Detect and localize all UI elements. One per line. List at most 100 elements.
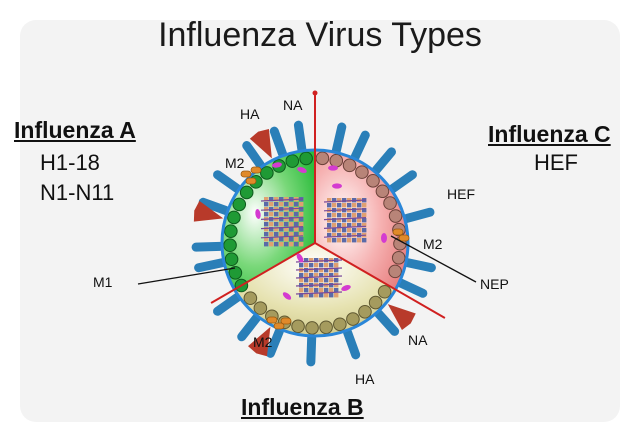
hemagglutinin-spike bbox=[350, 130, 370, 162]
m1-bead-c bbox=[342, 158, 357, 173]
m2-protein bbox=[296, 253, 304, 263]
m1-bead-b bbox=[346, 312, 360, 326]
neuraminidase-spike bbox=[249, 128, 272, 159]
influenza-a-h-subtypes: H1-18 bbox=[40, 150, 100, 175]
m1-bead-b bbox=[319, 320, 333, 335]
m1-bead-c bbox=[329, 153, 344, 168]
divider-tip bbox=[312, 90, 318, 96]
m1-bead-c bbox=[375, 184, 390, 199]
hemagglutinin-spike bbox=[403, 258, 436, 273]
hemagglutinin-spike bbox=[191, 241, 225, 252]
hemagglutinin-spike bbox=[331, 122, 347, 155]
hemagglutinin-spike bbox=[269, 126, 288, 159]
neuraminidase-spike bbox=[248, 326, 271, 357]
m2-left-top-label: M2 bbox=[225, 155, 245, 171]
m1-bead-c bbox=[366, 174, 380, 188]
hemagglutinin-spike bbox=[242, 141, 266, 170]
m2-channel bbox=[280, 317, 292, 325]
m2-protein bbox=[272, 162, 282, 168]
ha-top-label: HA bbox=[240, 106, 260, 122]
na-top-label: NA bbox=[283, 97, 303, 113]
ha-bottom-label: HA bbox=[355, 371, 375, 387]
m1-bead-b bbox=[368, 295, 383, 310]
influenza-b-label: Influenza B bbox=[241, 394, 364, 420]
segment-dividers bbox=[210, 90, 446, 319]
hemagglutinin-spike bbox=[342, 327, 361, 360]
neuraminidase-spike bbox=[193, 200, 224, 222]
m2-right-label: M2 bbox=[423, 236, 443, 252]
m2-channel bbox=[266, 316, 278, 324]
m1-bead-a bbox=[223, 238, 237, 253]
nep-proteins bbox=[381, 233, 387, 243]
na-bottom-label: NA bbox=[408, 332, 428, 348]
hemagglutinin-spike bbox=[237, 313, 262, 342]
m2-protein bbox=[341, 285, 351, 291]
hemagglutinin-spike bbox=[396, 278, 428, 298]
m1-bead-c bbox=[388, 209, 403, 223]
hemagglutinin-spike bbox=[194, 258, 227, 273]
segment-divider-line bbox=[314, 242, 446, 319]
m2-channel bbox=[250, 166, 262, 174]
nep-protein bbox=[381, 233, 387, 243]
m2-protein bbox=[255, 209, 261, 219]
m2-channel bbox=[398, 234, 410, 242]
m1-bead-a bbox=[260, 166, 274, 180]
hemagglutinin-spike bbox=[371, 147, 396, 175]
m1-bead-a bbox=[227, 210, 241, 225]
m1-bead-b bbox=[305, 321, 319, 335]
matrix-protein-beads bbox=[223, 151, 407, 335]
m1-bead-c bbox=[388, 264, 402, 279]
hemagglutinin-spike bbox=[306, 333, 317, 367]
influenza-c-label: Influenza C bbox=[488, 121, 611, 147]
m2-protein bbox=[297, 167, 307, 173]
hemagglutinin-spike bbox=[374, 309, 400, 336]
hemagglutinin-spike bbox=[388, 170, 417, 194]
m1-bead-b bbox=[377, 284, 392, 299]
m1-bead-b bbox=[243, 291, 258, 306]
m2-protein bbox=[332, 183, 342, 189]
rnp-core bbox=[323, 198, 367, 243]
m1-bead-c bbox=[315, 151, 330, 166]
m1-bead-b bbox=[253, 301, 268, 315]
m1-bead-a bbox=[299, 151, 313, 166]
ribonucleoprotein-cores bbox=[260, 197, 367, 298]
m1-bead-a bbox=[232, 197, 247, 212]
influenza-a-n-subtypes: N1-N11 bbox=[40, 180, 115, 205]
m1-bead-c bbox=[383, 196, 397, 210]
m2-channel bbox=[240, 170, 252, 178]
nep-pointer-line bbox=[390, 235, 477, 283]
rnp-core bbox=[260, 197, 304, 247]
hemagglutinin-spike bbox=[293, 120, 307, 154]
m2-bottom-label: M2 bbox=[253, 334, 273, 350]
m1-label: M1 bbox=[93, 274, 113, 290]
m2-protein bbox=[282, 292, 292, 300]
surface-spikes bbox=[191, 120, 436, 367]
m2-channels bbox=[240, 162, 410, 330]
m2-channel bbox=[392, 228, 404, 236]
m1-bead-c bbox=[391, 250, 406, 265]
m1-bead-a bbox=[228, 265, 243, 280]
segment-divider-line bbox=[210, 242, 316, 304]
m1-bead-a bbox=[285, 154, 300, 168]
m1-bead-a bbox=[224, 252, 239, 267]
m1-bead-c bbox=[355, 165, 369, 179]
m1-bead-a bbox=[239, 185, 254, 200]
influenza-c-hef-subtype: HEF bbox=[534, 150, 578, 175]
m2-channel bbox=[245, 177, 257, 185]
rnp-core bbox=[295, 258, 343, 298]
m2-protein bbox=[328, 165, 338, 171]
hef-label: HEF bbox=[447, 186, 475, 202]
neuraminidase-spike bbox=[387, 304, 416, 330]
m1-bead-b bbox=[358, 304, 372, 319]
m1-bead-b bbox=[291, 319, 305, 334]
nep-label: NEP bbox=[480, 276, 509, 292]
m1-bead-b bbox=[333, 317, 347, 332]
hemagglutinin-spike bbox=[198, 197, 231, 216]
m1-bead-a bbox=[224, 224, 238, 238]
m1-pointer-line bbox=[137, 267, 236, 285]
hemagglutinin-spike bbox=[402, 207, 435, 223]
page-title: Influenza Virus Types bbox=[158, 16, 482, 54]
m2-channel bbox=[273, 322, 285, 330]
hemagglutinin-spike bbox=[213, 170, 242, 194]
